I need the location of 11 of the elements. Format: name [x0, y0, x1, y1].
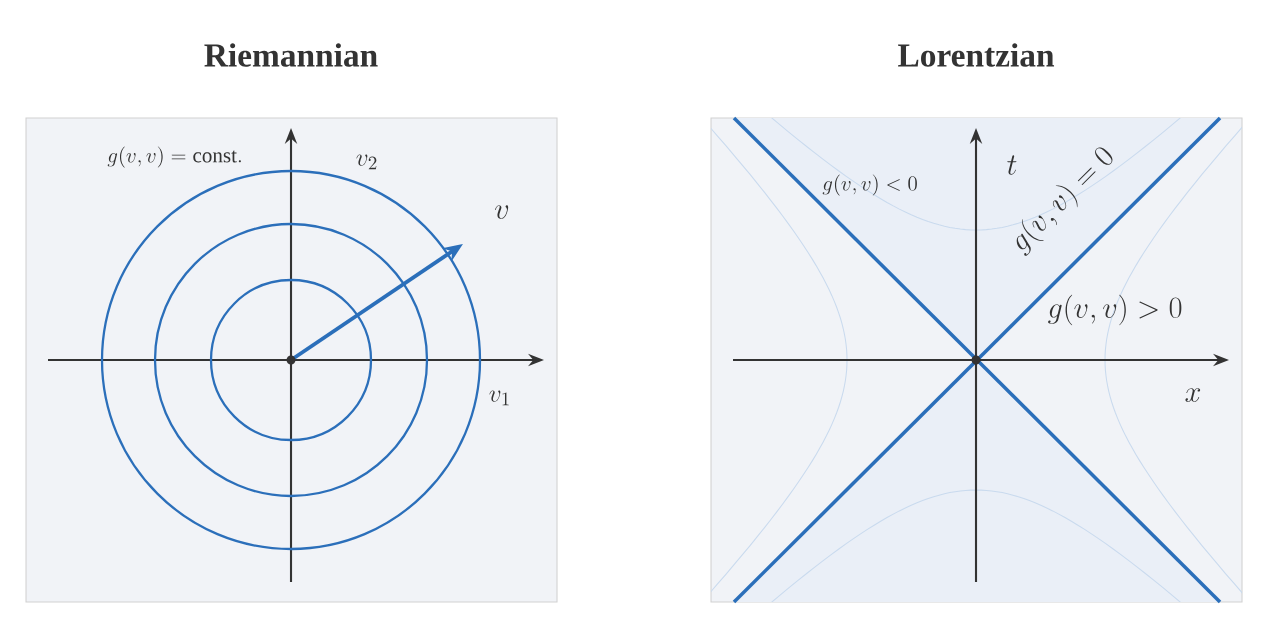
math-label: $g(v,v) > 0$ — [1048, 294, 1182, 326]
node-label: Riemannian — [204, 43, 378, 67]
math-label: $t$ — [1007, 155, 1017, 175]
math-label: $v_1$ — [489, 390, 509, 406]
math-label: $g(v,v) < 0$ — [822, 174, 917, 196]
math-label: $g(v,v) = \mathrm{const.}$ — [107, 146, 241, 168]
math-label: $v$ — [495, 205, 509, 219]
math-label: $x$ — [1185, 388, 1201, 402]
node-label: Lorentzian — [898, 43, 1055, 67]
math-label: $v_2$ — [356, 154, 377, 170]
math-label: $g(v,v) = 0$ — [1016, 147, 1113, 256]
